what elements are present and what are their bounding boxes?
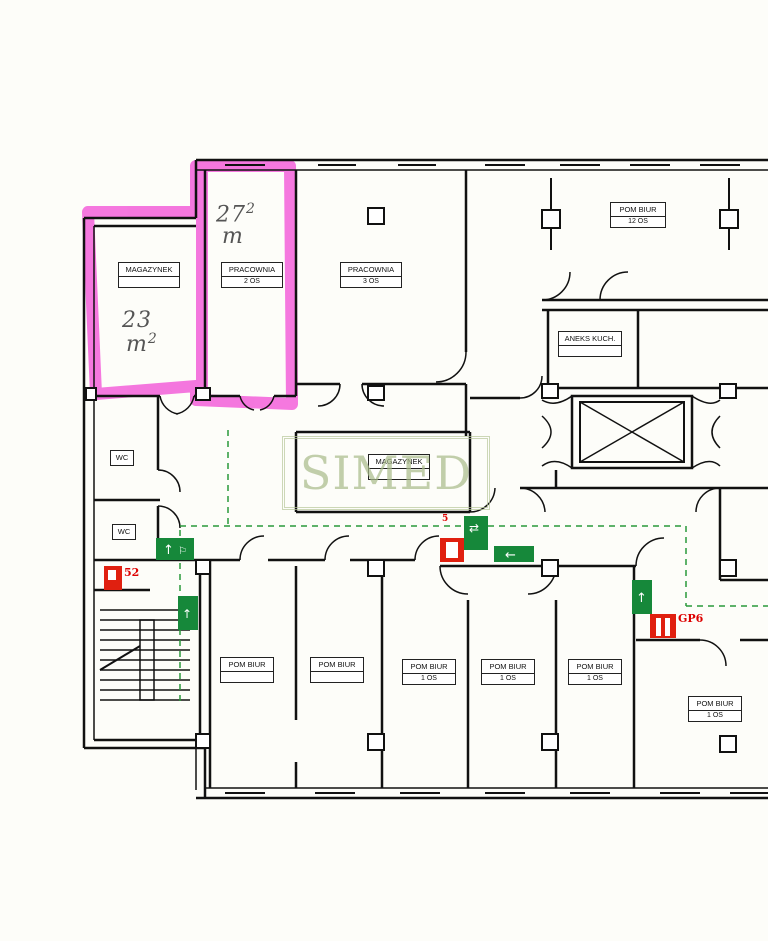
svg-text:↑: ↑ — [182, 607, 192, 621]
exit-label-small: 5 — [442, 514, 449, 524]
room-occupancy — [369, 469, 429, 479]
room-pom-biur-12os: POM BIUR 12 OS — [610, 202, 666, 228]
area-exponent: 2 — [246, 201, 256, 217]
room-occupancy: 1 OS — [421, 674, 437, 682]
room-pracownia-3os: PRACOWNIA 3 OS — [340, 262, 402, 288]
room-pom-biur-a: POM BIUR — [220, 657, 274, 683]
svg-text:↑: ↑ — [163, 543, 174, 558]
room-occupancy — [311, 672, 363, 682]
area-unit: m — [126, 332, 148, 358]
room-pom-biur-f: POM BIUR 1 OS — [688, 696, 742, 722]
handwritten-area-pracownia: 272 m — [216, 202, 256, 248]
room-occupancy: 12 OS — [628, 217, 648, 225]
fire-exit-markers — [104, 538, 676, 638]
room-occupancy — [559, 346, 621, 356]
room-label: WC — [115, 453, 129, 462]
area-exponent: 2 — [147, 331, 158, 347]
room-pom-biur-e: POM BIUR 1 OS — [568, 659, 622, 685]
room-label: PRACOWNIA — [341, 263, 401, 277]
svg-text:⚐: ⚐ — [178, 546, 187, 557]
room-magazynek-left: MAGAZYNEK — [118, 262, 180, 288]
area-number: 27 — [216, 202, 246, 228]
area-number: 23 — [122, 308, 152, 333]
room-label: POM BIUR — [569, 660, 621, 674]
svg-text:←: ← — [505, 548, 516, 563]
room-occupancy: 3 OS — [363, 277, 379, 285]
room-wc-1: WC — [110, 450, 134, 466]
exit-signs: ↑ ⚐ ↑ ⇄ ← ↑ — [156, 516, 652, 630]
room-label: POM BIUR — [221, 658, 273, 672]
room-pom-biur-b: POM BIUR — [310, 657, 364, 683]
room-label: POM BIUR — [311, 658, 363, 672]
room-label: ANEKS KUCH. — [559, 332, 621, 346]
room-pom-biur-d: POM BIUR 1 OS — [481, 659, 535, 685]
room-occupancy — [221, 672, 273, 682]
room-label: POM BIUR — [611, 203, 665, 217]
room-label: POM BIUR — [689, 697, 741, 711]
room-label: WC — [117, 527, 131, 536]
room-occupancy: 1 OS — [500, 674, 516, 682]
room-label: MAGAZYNEK — [119, 263, 179, 277]
room-aneks-kuch: ANEKS KUCH. — [558, 331, 622, 357]
room-label: MAGAZYNEK — [369, 455, 429, 469]
walls — [82, 158, 768, 800]
handwritten-area-magazynek: 23 m2 — [122, 310, 158, 356]
area-unit: m — [222, 224, 244, 250]
exit-label-gp6: GP6 — [678, 612, 704, 625]
room-occupancy: 1 OS — [587, 674, 603, 682]
room-label: POM BIUR — [403, 660, 455, 674]
room-magazynek-mid: MAGAZYNEK — [368, 454, 430, 480]
room-wc-2: WC — [112, 524, 136, 540]
room-pracownia-2os: PRACOWNIA 2 OS — [221, 262, 283, 288]
room-label: POM BIUR — [482, 660, 534, 674]
exit-label-gp2: 52 — [124, 566, 140, 579]
room-occupancy: 2 OS — [244, 277, 260, 285]
svg-text:↑: ↑ — [636, 591, 647, 606]
room-pom-biur-c: POM BIUR 1 OS — [402, 659, 456, 685]
svg-text:⇄: ⇄ — [469, 521, 479, 535]
room-label: PRACOWNIA — [222, 263, 282, 277]
room-occupancy: 1 OS — [707, 711, 723, 719]
room-occupancy — [119, 277, 179, 287]
